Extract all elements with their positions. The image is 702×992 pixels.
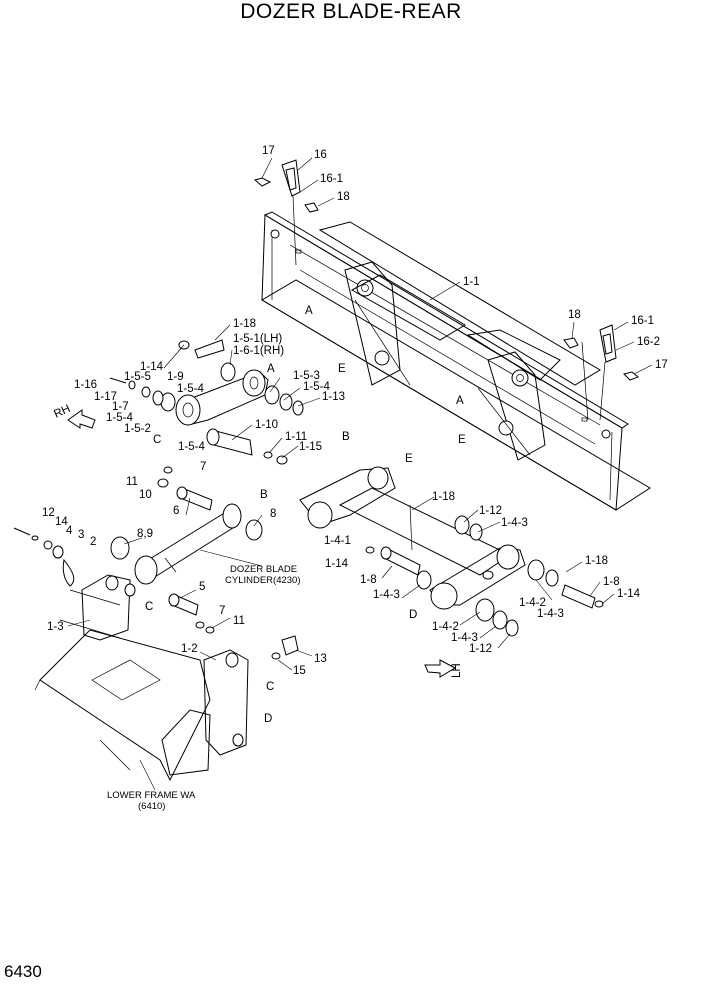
frame-note-line1: LOWER FRAME WA bbox=[107, 790, 196, 801]
callout-label: 1-8 bbox=[360, 574, 377, 586]
callout-label: 4 bbox=[66, 525, 73, 537]
cylinder-note-line2: CYLINDER(4230) bbox=[225, 575, 301, 586]
ref-letter-e: E bbox=[338, 363, 346, 375]
dozer-blade-1-1 bbox=[261, 211, 651, 511]
callout-label: 1-15 bbox=[299, 441, 322, 453]
callout-label: 1-1 bbox=[463, 276, 480, 288]
direction-label-lh: LH bbox=[451, 663, 463, 678]
ref-letter-d: D bbox=[409, 609, 417, 621]
lock-pin-set-left bbox=[253, 159, 319, 266]
callout-label: 2 bbox=[90, 536, 96, 548]
direction-arrow-rh bbox=[67, 409, 96, 429]
callout-label: 1-5-4 bbox=[178, 441, 205, 453]
callout-label: 1-7 bbox=[112, 401, 129, 413]
direction-arrow-lh bbox=[424, 659, 457, 678]
callout-label: 1-11 bbox=[285, 431, 307, 443]
callout-label: 11 bbox=[126, 476, 138, 488]
callout-label: 18 bbox=[568, 309, 581, 321]
callout-label: 1-14 bbox=[325, 558, 349, 570]
callout-label: 7 bbox=[200, 461, 206, 473]
callout-label: 1-17 bbox=[94, 391, 117, 403]
callout-label: 1-13 bbox=[322, 391, 345, 403]
callout-label: 1-5-2 bbox=[124, 423, 151, 435]
callout-label: 15 bbox=[293, 665, 306, 677]
callout-label: 1-5-4 bbox=[106, 412, 133, 424]
callout-label: 1-4-3 bbox=[451, 632, 478, 644]
frame-note-line2: (6410) bbox=[138, 801, 165, 812]
callout-label: 1-4-3 bbox=[373, 589, 400, 601]
callout-label: 1-14 bbox=[617, 588, 641, 600]
component-notes: DOZER BLADE CYLINDER(4230) LOWER FRAME W… bbox=[52, 403, 463, 812]
direction-label-rh: RH bbox=[52, 403, 72, 421]
callout-label: 3 bbox=[78, 529, 84, 541]
callout-label: 1-5-5 bbox=[124, 371, 151, 383]
callout-label: 1-18 bbox=[233, 318, 256, 330]
ref-letter-b: B bbox=[342, 431, 350, 443]
callout-label: 8 bbox=[270, 508, 276, 520]
ref-letter-a: A bbox=[305, 305, 313, 317]
callout-label: 16 bbox=[314, 149, 327, 161]
callout-leaders bbox=[67, 157, 653, 791]
callout-labels: 17 16 16-1 18 1-1 18 16-1 16-2 17 1-18 1… bbox=[42, 145, 668, 677]
callout-label: 14 bbox=[55, 516, 68, 528]
callout-label: 1-2 bbox=[181, 643, 198, 655]
callout-label: 1-6-1(RH) bbox=[233, 345, 284, 357]
callout-label: 17 bbox=[262, 145, 275, 157]
callout-label: 1-16 bbox=[74, 379, 97, 391]
cylinder-note-line1: DOZER BLADE bbox=[230, 564, 297, 575]
dozer-blade-cylinder bbox=[110, 466, 263, 585]
callout-label: 6 bbox=[173, 505, 179, 517]
callout-label: 5 bbox=[199, 581, 205, 593]
callout-label: 1-5-1(LH) bbox=[233, 333, 282, 345]
reference-letters: A A A B B C C C D D E E E bbox=[145, 305, 466, 725]
ref-letter-c: C bbox=[145, 601, 153, 613]
page-title: DOZER BLADE-REAR bbox=[240, 0, 462, 23]
ref-letter-a: A bbox=[267, 363, 275, 375]
callout-label: 1-8 bbox=[603, 576, 620, 588]
callout-label: 8,9 bbox=[137, 528, 153, 540]
ref-letter-c: C bbox=[153, 434, 161, 446]
callout-label: 1-10 bbox=[255, 419, 278, 431]
callout-label: 1-18 bbox=[432, 491, 455, 503]
callout-label: 11 bbox=[233, 615, 245, 627]
callout-label: 16-1 bbox=[320, 173, 343, 185]
callout-label: 7 bbox=[219, 605, 225, 617]
left-arm-link bbox=[109, 339, 304, 465]
callout-label: 1-4-3 bbox=[537, 608, 564, 620]
callout-label: 1-5-3 bbox=[293, 370, 320, 382]
ref-letter-b: B bbox=[260, 489, 268, 501]
page-number: 6430 bbox=[4, 962, 42, 981]
ref-letter-c: C bbox=[266, 681, 274, 693]
callout-label: 10 bbox=[139, 489, 152, 501]
callout-label: 17 bbox=[655, 359, 668, 371]
callout-label: 1-12 bbox=[479, 505, 502, 517]
ref-letter-d: D bbox=[264, 713, 272, 725]
lower-frame-brackets bbox=[13, 527, 299, 782]
lock-pin-set-right bbox=[563, 324, 639, 421]
callout-label: 1-12 bbox=[469, 643, 492, 655]
callout-label: 12 bbox=[42, 507, 55, 519]
callout-label: 18 bbox=[337, 191, 350, 203]
callout-label: 1-5-4 bbox=[177, 383, 204, 395]
callout-label: 1-14 bbox=[140, 361, 164, 373]
callout-label: 13 bbox=[314, 653, 327, 665]
callout-label: 1-4-2 bbox=[519, 597, 546, 609]
callout-label: 1-5-4 bbox=[303, 381, 330, 393]
callout-label: 1-4-1 bbox=[324, 535, 351, 547]
callout-label: 1-3 bbox=[47, 621, 64, 633]
callout-label: 1-18 bbox=[585, 555, 608, 567]
callout-label: 1-4-3 bbox=[501, 517, 528, 529]
ref-letter-e: E bbox=[405, 453, 413, 465]
ref-letter-e: E bbox=[458, 434, 466, 446]
callout-label: 16-2 bbox=[637, 336, 660, 348]
ref-letter-a: A bbox=[456, 395, 464, 407]
right-arm-link bbox=[299, 466, 604, 637]
callout-label: 1-9 bbox=[167, 371, 184, 383]
callout-label: 1-4-2 bbox=[432, 621, 459, 633]
callout-label: 16-1 bbox=[631, 315, 654, 327]
